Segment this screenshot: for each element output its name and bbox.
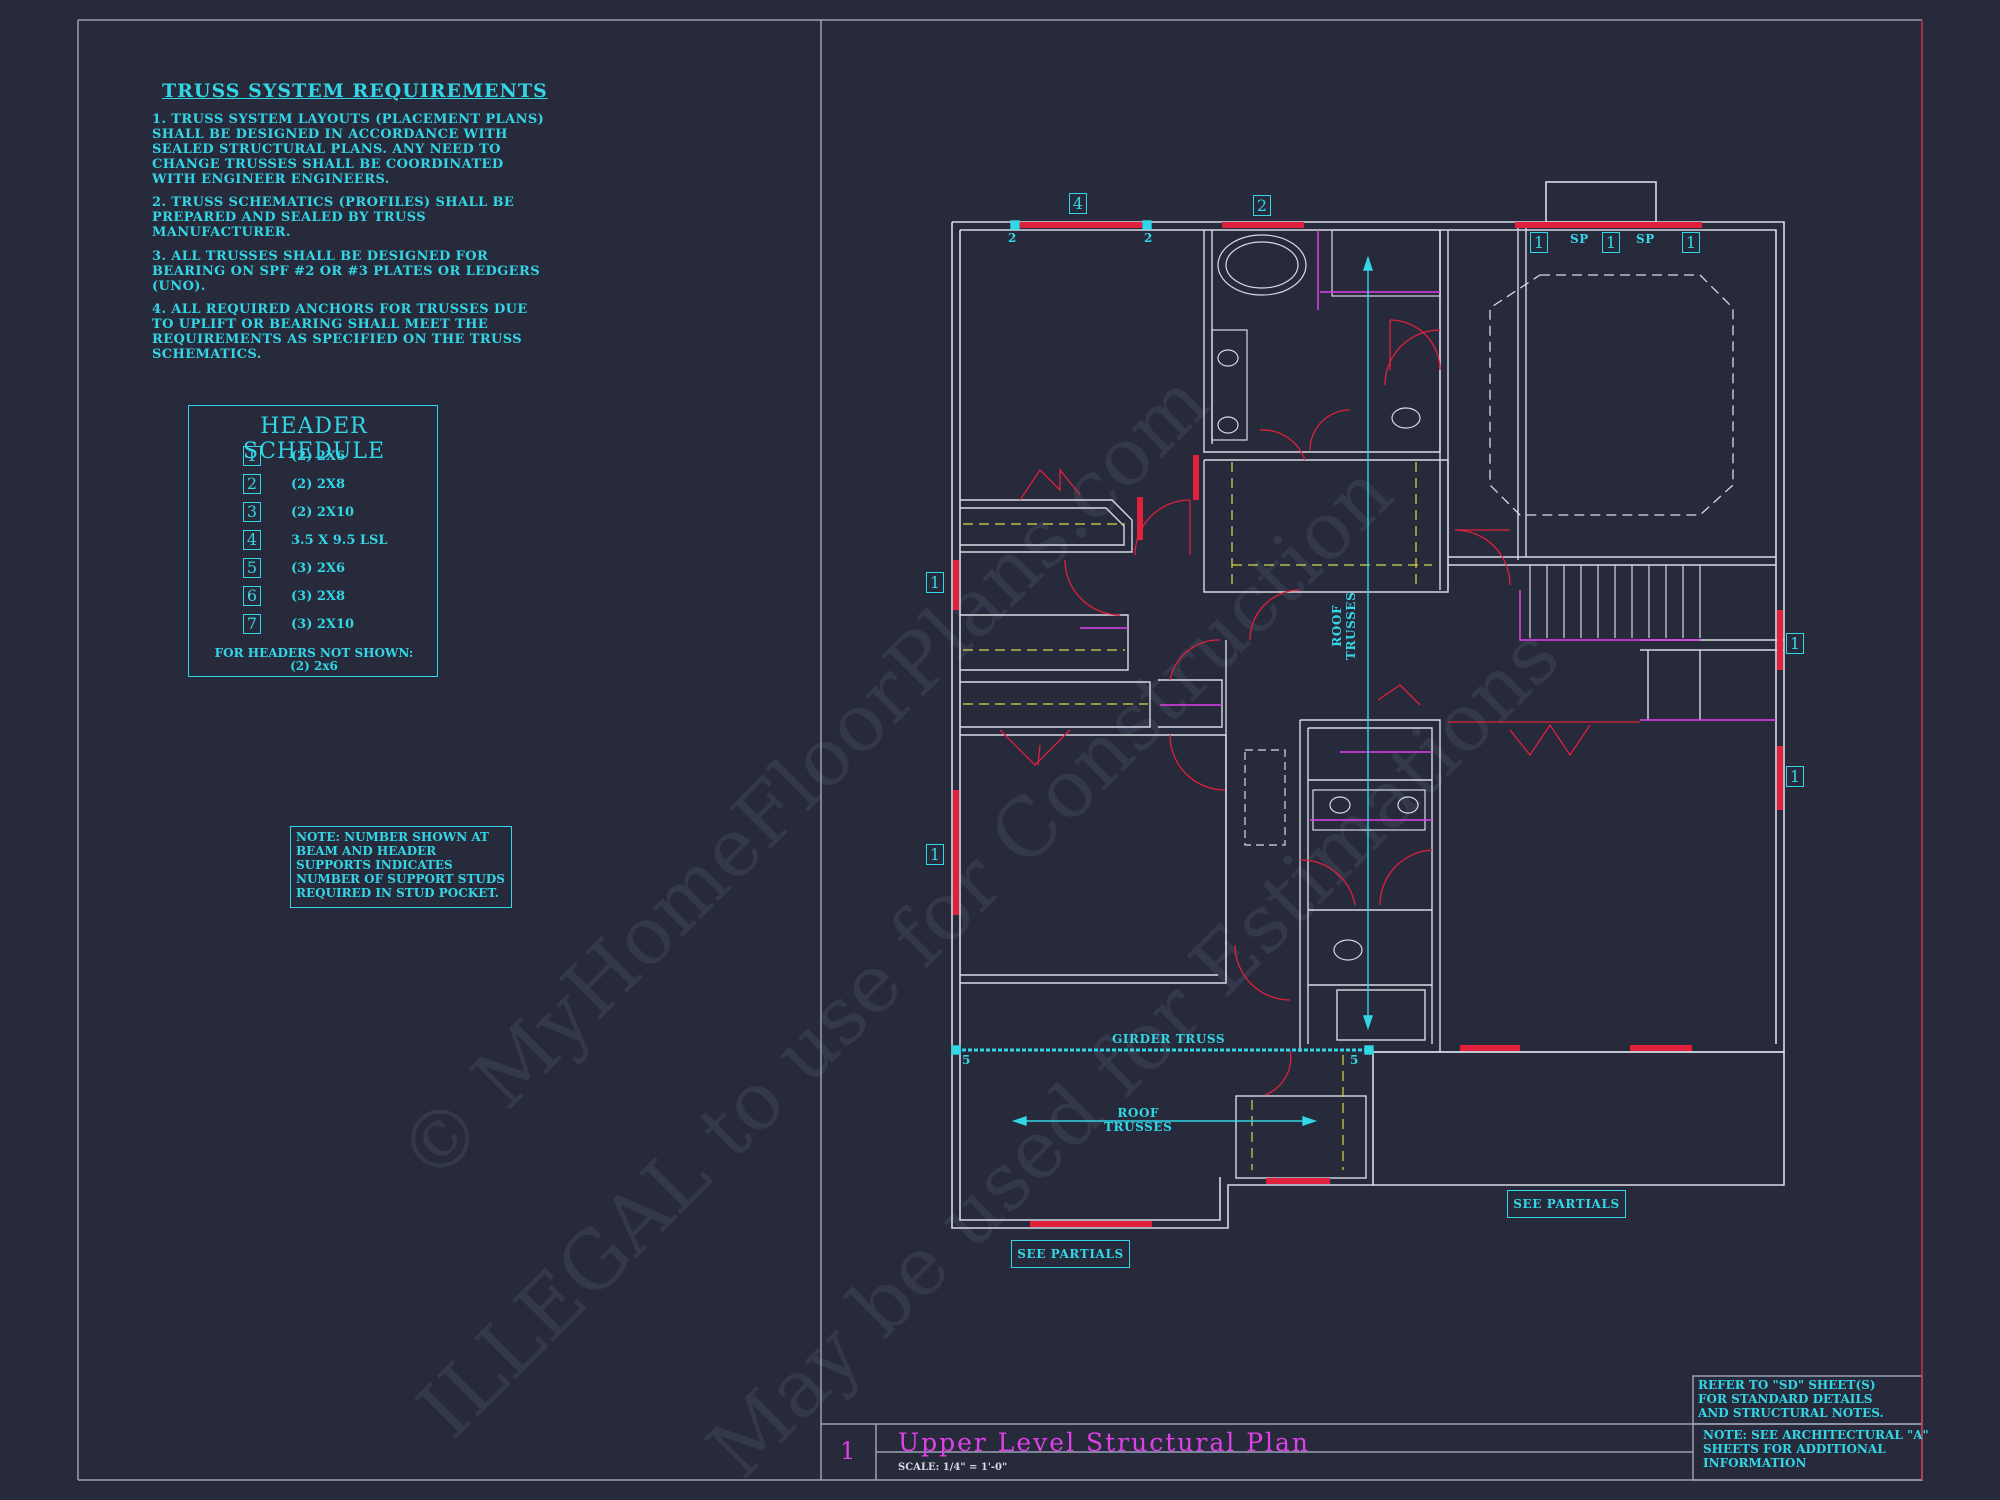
header-tag: 1 <box>926 844 944 865</box>
stud-count: 5 <box>962 1053 971 1067</box>
header-spec: (2) 2X8 <box>291 476 346 492</box>
schedule-row: 7 (3) 2X10 <box>243 612 354 636</box>
stud-count: 2 <box>1144 231 1153 245</box>
see-partials-right: SEE PARTIALS <box>1507 1190 1626 1218</box>
fixtures <box>1211 229 1441 961</box>
stair <box>1529 565 1701 638</box>
roof-trusses-vertical-label: ROOF TRUSSES <box>1330 591 1358 660</box>
schedule-row: 6 (3) 2X8 <box>243 584 345 608</box>
header-tag: 1 <box>1530 232 1548 253</box>
header-tag: 2 <box>1253 195 1271 216</box>
header-tag: 1 <box>1786 633 1804 654</box>
truss-note-3: 3. ALL TRUSSES SHALL BE DESIGNED FOR BEA… <box>152 249 540 294</box>
truss-note-2: 2. TRUSS SCHEMATICS (PROFILES) SHALL BE … <box>152 195 515 240</box>
see-partials-left: SEE PARTIALS <box>1011 1240 1130 1268</box>
stud-count: 2 <box>1008 231 1017 245</box>
header-schedule-title: HEADER SCHEDULE <box>243 414 385 464</box>
door-swings <box>999 319 1640 1096</box>
schedule-row: 5 (3) 2X6 <box>243 556 345 580</box>
schedule-row: 4 3.5 X 9.5 LSL <box>243 528 388 552</box>
header-tag: 1 <box>1682 232 1700 253</box>
girder-truss-label: GIRDER TRUSS <box>1112 1032 1226 1046</box>
header-spec: (3) 2X8 <box>291 588 346 604</box>
accent-walls <box>1080 230 1776 821</box>
schedule-row: 3 (2) 2X10 <box>243 500 354 524</box>
header-tag: 1 <box>243 446 261 466</box>
header-spec: (2) 2X10 <box>291 504 355 520</box>
header-tag: 7 <box>243 614 261 634</box>
roof-trusses-label: ROOF TRUSSES <box>1104 1106 1173 1134</box>
header-spec: (3) 2X6 <box>291 560 346 576</box>
header-spec: (2) 2X6 <box>291 448 346 464</box>
stud-pocket-note: NOTE: NUMBER SHOWN AT BEAM AND HEADER SU… <box>290 826 512 908</box>
headers <box>953 222 1783 1227</box>
header-tag: 3 <box>243 502 261 522</box>
interior-walls <box>960 225 1784 1179</box>
sp-label: SP <box>1636 232 1655 246</box>
header-tag: 6 <box>243 586 261 606</box>
schedule-row: 1 (2) 2X6 <box>243 444 345 468</box>
closet-shelves <box>963 462 1432 1170</box>
truss-note-4: 4. ALL REQUIRED ANCHORS FOR TRUSSES DUE … <box>152 302 528 362</box>
truss-note-1: 1. TRUSS SYSTEM LAYOUTS (PLACEMENT PLANS… <box>152 112 545 187</box>
header-tag: 1 <box>1786 766 1804 787</box>
drawing-scale: SCALE: 1/4" = 1'-0" <box>898 1462 1008 1473</box>
sp-label: SP <box>1570 232 1589 246</box>
header-tag: 5 <box>243 558 261 578</box>
exterior-walls <box>951 181 1785 1229</box>
drawing-title: Upper Level Structural Plan <box>898 1428 1311 1457</box>
sheet-frame <box>77 19 1923 1481</box>
header-spec: 3.5 X 9.5 LSL <box>291 532 388 548</box>
header-tag: 1 <box>1602 232 1620 253</box>
stud-count: 5 <box>1350 1053 1359 1067</box>
header-tag: 1 <box>926 572 944 593</box>
sd-reference-note: REFER TO "SD" SHEET(S) FOR STANDARD DETA… <box>1698 1378 1884 1420</box>
header-schedule: HEADER SCHEDULE 1 (2) 2X6 2 (2) 2X8 3 (2… <box>188 405 438 677</box>
vaulted-ceiling-outline <box>1489 274 1734 516</box>
header-tag: 4 <box>243 530 261 550</box>
truss-requirements-title: TRUSS SYSTEM REQUIREMENTS <box>162 80 548 102</box>
header-schedule-footer: FOR HEADERS NOT SHOWN: (2) 2x6 <box>214 646 414 673</box>
schedule-row: 2 (2) 2X8 <box>243 472 345 496</box>
truss-lines <box>951 220 1374 1126</box>
header-spec: (3) 2X10 <box>291 616 355 632</box>
header-tag: 4 <box>1069 193 1087 214</box>
header-tag: 2 <box>243 474 261 494</box>
architectural-note: NOTE: SEE ARCHITECTURAL "A" SHEETS FOR A… <box>1703 1428 1929 1470</box>
sheet-number: 1 <box>840 1437 856 1465</box>
